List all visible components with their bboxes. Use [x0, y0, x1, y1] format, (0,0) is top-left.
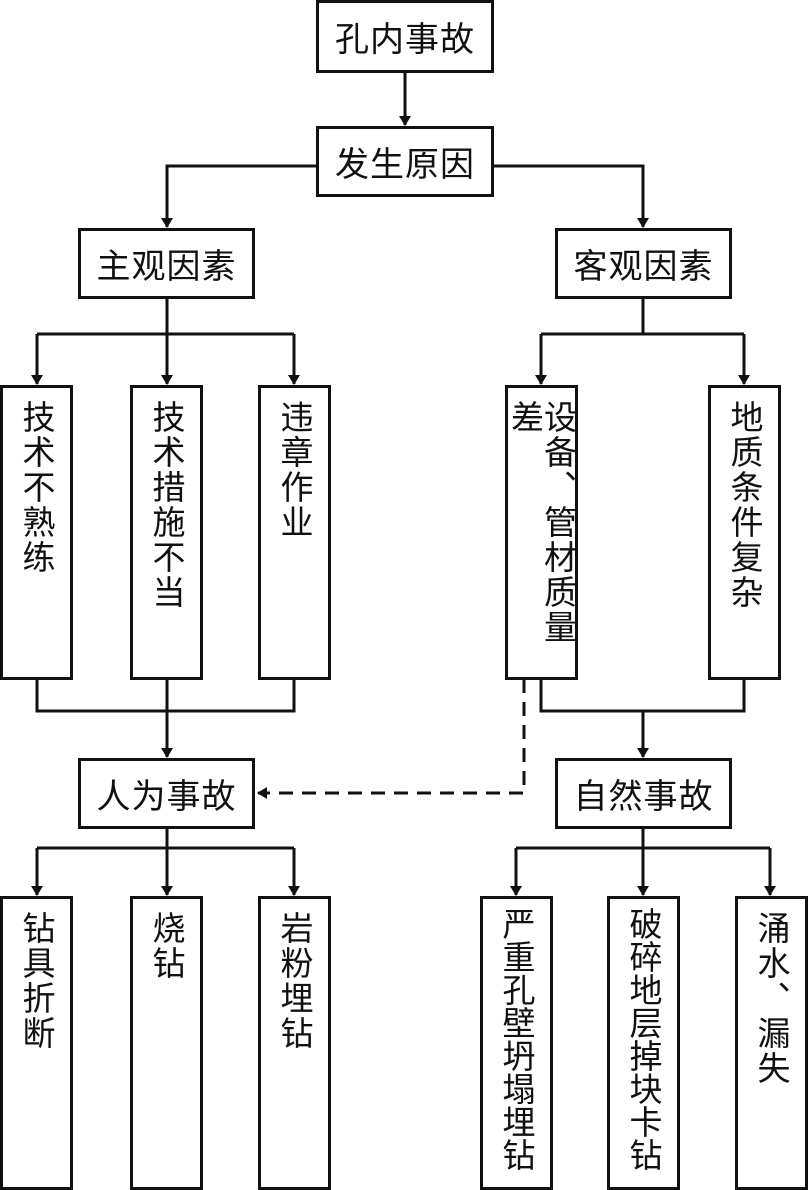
subjective-item-1-label: 技术不熟练 — [17, 400, 56, 575]
human-item-3: 岩粉埋钻 — [258, 896, 331, 1190]
arrow-cause-subjective — [161, 164, 318, 228]
cause-node: 发生原因 — [316, 126, 494, 197]
human-accident-node: 人为事故 — [78, 758, 255, 829]
subjective-item-1: 技术不熟练 — [0, 385, 73, 680]
natural-item-1: 严重孔壁坍塌埋钻 — [480, 896, 553, 1190]
natural-item-3-label: 涌水、漏失 — [752, 911, 791, 1086]
human-item-1-label: 钻具折断 — [17, 911, 56, 1051]
natural-item-2: 破碎地层掉块卡钻 — [607, 896, 680, 1190]
natural-item-3: 涌水、漏失 — [735, 896, 808, 1190]
subjective-item-2: 技术措施不当 — [130, 385, 203, 680]
natural-item-2-label: 破碎地层掉块卡钻 — [624, 907, 663, 1171]
human-item-2-label: 烧钻 — [147, 911, 186, 981]
objective-item-1: 设备、管材质量差 — [505, 385, 578, 680]
objective-factors-node: 客观因素 — [555, 228, 732, 299]
dashed-arrow-equipment-human — [257, 679, 526, 799]
subjective-item-2-label: 技术措施不当 — [147, 400, 186, 610]
objective-item-2-label: 地质条件复杂 — [725, 400, 764, 610]
human-item-2: 烧钻 — [130, 896, 203, 1190]
human-item-1: 钻具折断 — [0, 896, 73, 1190]
subjective-item-3-label: 违章作业 — [275, 400, 314, 540]
natural-item-1-label: 严重孔壁坍塌埋钻 — [497, 907, 536, 1171]
human-item-3-label: 岩粉埋钻 — [275, 911, 314, 1051]
root-node: 孔内事故 — [316, 0, 494, 73]
objective-item-2: 地质条件复杂 — [708, 385, 781, 680]
line-obj-merge — [539, 679, 746, 713]
arrow-cause-objective — [494, 164, 649, 228]
subjective-factors-node: 主观因素 — [78, 228, 255, 299]
natural-accident-node: 自然事故 — [555, 758, 732, 829]
subjective-item-3: 违章作业 — [258, 385, 331, 680]
objective-item-1-label: 设备、管材质量差 — [505, 400, 578, 645]
